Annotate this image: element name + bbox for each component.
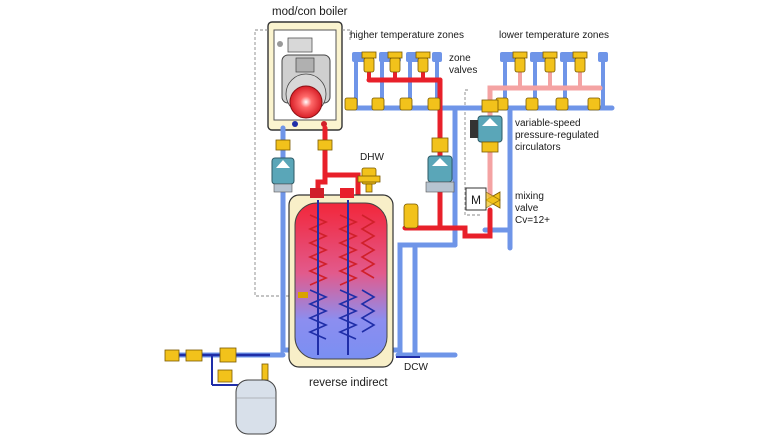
mix-actuator-letter: M (471, 193, 481, 207)
dhw-label: DHW (360, 152, 384, 163)
low-zones-label: lower temperature zones (499, 30, 609, 41)
mixed-piping (487, 85, 603, 199)
zone-valves-label-2: valves (449, 65, 477, 76)
circulators-label-3: circulators (515, 142, 561, 153)
dhw-tempering-valve (357, 167, 381, 193)
boiler-circulator (271, 139, 333, 193)
zone-valves (361, 51, 588, 73)
mixing-valve-label-3: Cv=12+ (515, 215, 550, 226)
dcw-label: DCW (404, 362, 428, 373)
tank-label: reverse indirect (309, 377, 388, 389)
circulators-label-1: variable-speed (515, 118, 581, 129)
mixing-valve: M (465, 187, 501, 211)
mixing-valve-label-1: mixing (515, 191, 544, 202)
control-wiring (254, 29, 480, 297)
expansion-tank (235, 379, 277, 435)
circulators-label-2: pressure-regulated (515, 130, 599, 141)
low-temp-circulator (470, 99, 503, 153)
boiler-label: mod/con boiler (272, 6, 348, 18)
high-temp-circulator (425, 137, 455, 193)
high-zones-label: higher temperature zones (350, 30, 464, 41)
mixing-valve-label-2: valve (515, 203, 539, 214)
zone-valves-label-1: zone (449, 53, 471, 64)
boiler (267, 21, 343, 131)
return-balancing-valves (344, 97, 601, 111)
reverse-indirect-tank (288, 188, 419, 368)
